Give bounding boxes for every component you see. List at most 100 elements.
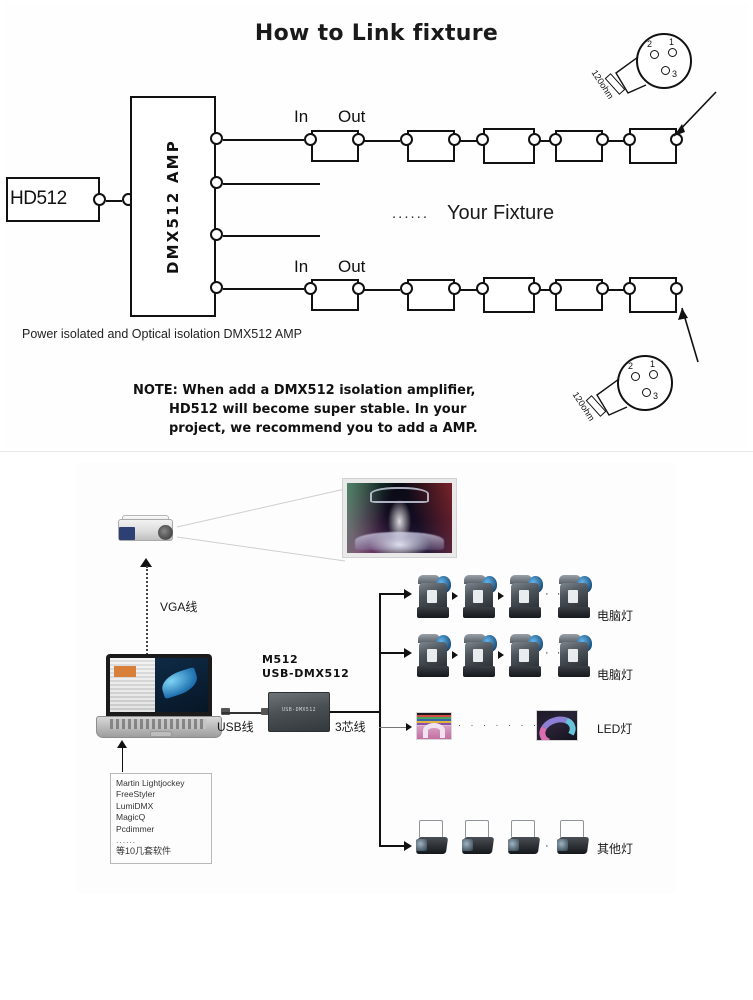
laptop-trackpad	[150, 731, 172, 737]
top-chain-out-label: Out	[338, 107, 366, 126]
xlr-top-leader-arrow	[673, 91, 717, 137]
fixture-box-10	[629, 277, 677, 313]
usb-dmx512-interface-box	[268, 692, 330, 732]
interface-name-line-2: USB-DMX512	[262, 667, 350, 680]
note-line-1: NOTE: When add a DMX512 isolation amplif…	[133, 383, 476, 398]
fixture-window	[473, 590, 483, 603]
vga-cable-label: VGA线	[160, 600, 198, 614]
fixture-9-in	[549, 282, 562, 295]
fixture-cap	[418, 634, 440, 643]
led-arc-shape	[423, 723, 445, 739]
link-arrow	[452, 592, 458, 600]
fixture-6-out	[352, 282, 365, 295]
fixture-6-in	[304, 282, 317, 295]
fixture-1-in	[304, 133, 317, 146]
branch-arrow-2	[404, 648, 412, 658]
xlr-connector-top: 2 1 3	[636, 33, 692, 89]
vga-arrow-icon	[140, 558, 152, 567]
amp-wire-1	[223, 139, 304, 141]
fixture-9-out	[596, 282, 609, 295]
par-can-fixture	[507, 820, 541, 856]
moving-head-fixture	[415, 633, 451, 677]
bottom-chain-out-label: Out	[338, 257, 366, 276]
chain-wire-1-2	[364, 140, 400, 142]
software-item-1: FreeStyler	[116, 789, 156, 800]
amp-output-connector-2	[210, 176, 223, 189]
fixture-bracket	[465, 820, 489, 837]
branch-label-1: 电脑灯	[597, 609, 634, 623]
chain-ellipsis: ......	[392, 205, 430, 222]
fixture-base	[463, 666, 495, 677]
truss-shape	[370, 487, 429, 503]
xlr-pin-1	[649, 370, 658, 379]
fixture-box-6	[311, 279, 359, 311]
top-chain-in-label: In	[294, 107, 309, 126]
amp-wire-2	[223, 183, 320, 185]
moving-head-fixture	[415, 574, 451, 618]
top-diagram-panel: How to Link fixture HD512 DMX512 AMP In …	[0, 0, 753, 452]
fixture-cap	[464, 575, 486, 584]
hd512-to-amp-wire	[106, 200, 122, 202]
fixture-box-2	[407, 130, 455, 162]
fixture-box-5	[629, 128, 677, 164]
hd512-label: HD512	[10, 188, 67, 209]
usb-plug-left-icon	[221, 708, 230, 715]
fixture-3-out	[528, 133, 541, 146]
dmx512-amp-label: DMX512 AMP	[164, 139, 182, 275]
software-arrow-line	[122, 746, 123, 772]
fixture-cap	[559, 575, 581, 584]
led-strip-fixture-far	[536, 710, 578, 741]
link-arrow	[452, 651, 458, 659]
xlr-bottom-leader-arrow	[678, 307, 699, 363]
fixture-cap	[510, 634, 532, 643]
xlr-pin-2	[650, 50, 659, 59]
fixture-base	[509, 666, 541, 677]
software-list-ellipsis: ......	[116, 835, 137, 846]
chain-wire-9-10	[608, 289, 626, 291]
branch-label-2: 电脑灯	[597, 668, 634, 682]
isolation-caption: Power isolated and Optical isolation DMX…	[22, 327, 303, 341]
moving-head-fixture	[556, 574, 592, 618]
usb-dmx512-interface-print: USB-DMX512	[281, 707, 317, 713]
laptop-screen	[110, 658, 208, 712]
amp-output-connector-4	[210, 281, 223, 294]
par-can-fixture	[556, 820, 590, 856]
fixture-bracket	[419, 820, 443, 837]
usb-cable-label: USB线	[217, 720, 254, 734]
fixture-4-in	[549, 133, 562, 146]
fixture-window	[568, 590, 578, 603]
fixture-cap	[418, 575, 440, 584]
amp-output-connector-3	[210, 228, 223, 241]
branch-line-1	[379, 593, 406, 595]
fixture-1-out	[352, 133, 365, 146]
three-core-cable-label: 3芯线	[335, 720, 366, 734]
fixture-base	[417, 607, 449, 618]
fixture-lens	[462, 839, 473, 851]
fixture-window	[473, 649, 483, 662]
xlr-pin-1-number: 1	[669, 37, 675, 47]
note-line-3: project, we recommend you to add a AMP.	[169, 421, 478, 436]
software-item-3: MagicQ	[116, 812, 146, 823]
fixture-window	[568, 649, 578, 662]
software-arrow-icon	[117, 740, 127, 748]
fixture-7-out	[448, 282, 461, 295]
fixture-3-in	[476, 133, 489, 146]
hd512-box	[6, 177, 100, 222]
fixture-base	[509, 607, 541, 618]
software-item-2: LumiDMX	[116, 800, 154, 811]
projector-lens	[158, 525, 173, 540]
fixture-box-9	[555, 279, 603, 311]
branch-line-2	[379, 652, 406, 654]
laptop-screen-window	[110, 658, 156, 712]
projection-screen	[342, 478, 457, 558]
fixture-box-7	[407, 279, 455, 311]
xlr-bottom-resistor-leads	[596, 378, 628, 416]
branch-arrow-4	[404, 841, 412, 851]
hd512-output-connector	[93, 193, 106, 206]
moving-head-fixture	[556, 633, 592, 677]
fixture-base	[463, 607, 495, 618]
fixture-base	[558, 666, 590, 677]
row-ellipsis-3: · · · · · · · ·	[458, 720, 552, 730]
dmx-trunk-vertical	[379, 593, 381, 845]
amp-wire-4	[223, 288, 304, 290]
